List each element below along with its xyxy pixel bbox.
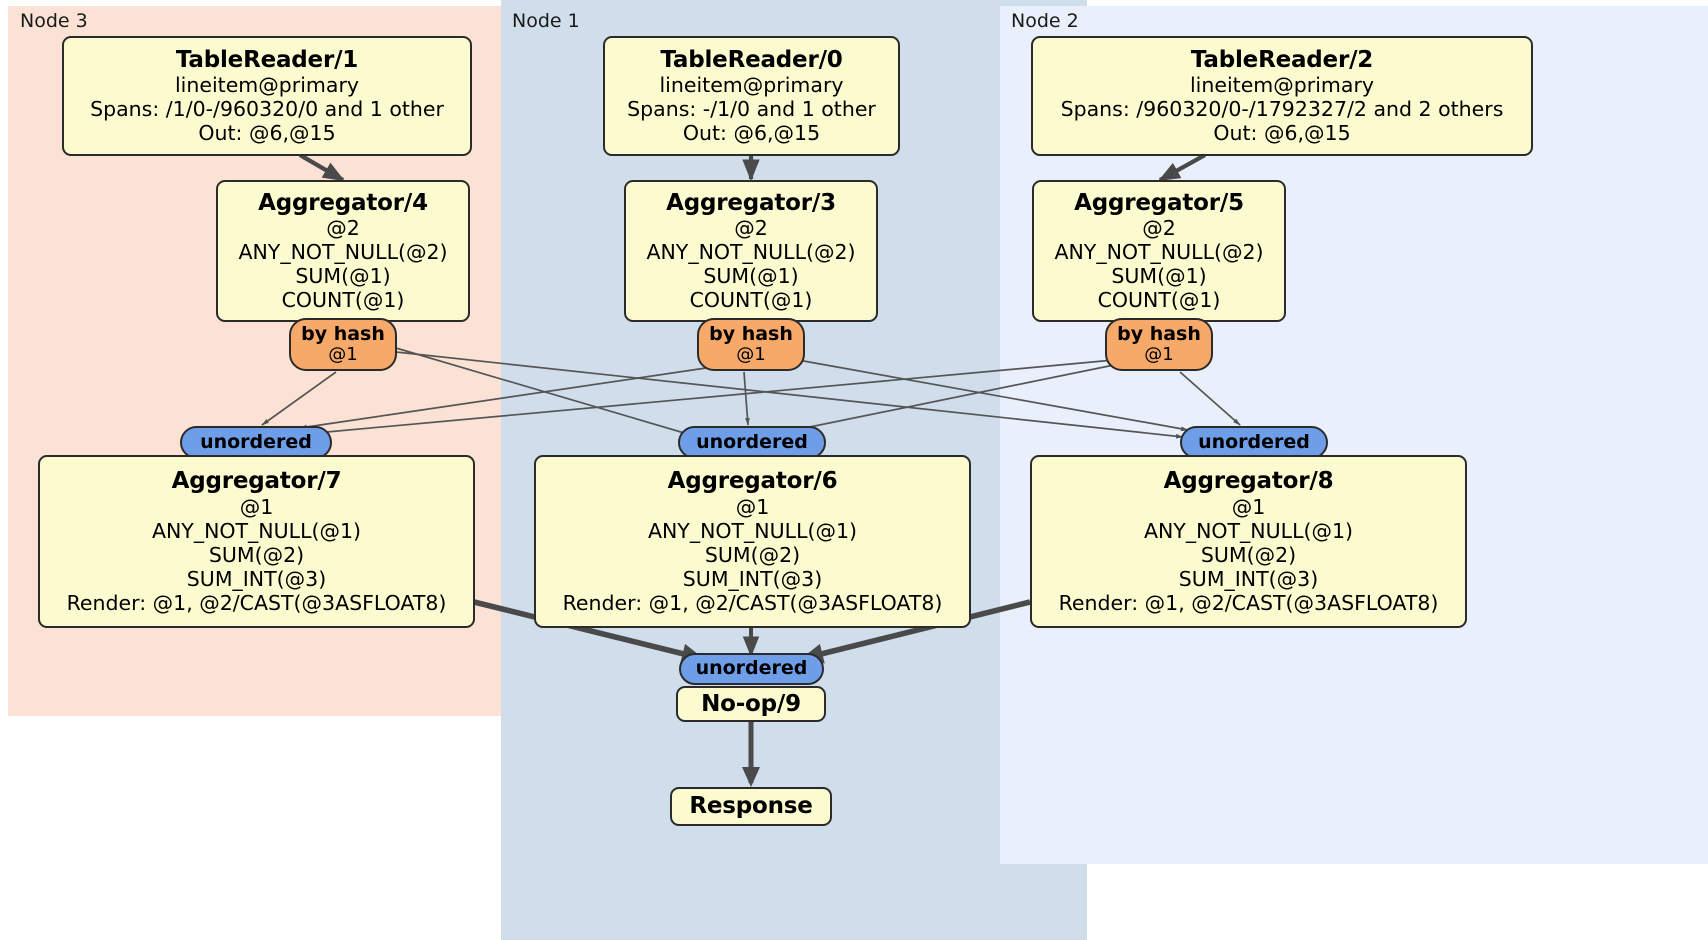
processor-line: SUM_INT(@3) <box>1178 566 1319 591</box>
router-column-label: @1 <box>1144 344 1174 366</box>
processor-line: SUM(@2) <box>208 542 305 567</box>
processor-line: Render: @1, @2/CAST(@3ASFLOAT8) <box>1058 590 1439 615</box>
processor-line: SUM_INT(@3) <box>682 566 823 591</box>
processor-line: Out: @6,@15 <box>198 121 336 146</box>
router-kind-label: by hash <box>301 322 385 345</box>
processor-line: SUM(@2) <box>704 542 801 567</box>
processor-line: ANY_NOT_NULL(@2) <box>238 240 448 265</box>
processor-line: lineitem@primary <box>1189 73 1375 98</box>
processor-line: @2 <box>1142 216 1176 241</box>
processor-aggregator-5[interactable]: Aggregator/5 @2 ANY_NOT_NULL(@2) SUM(@1)… <box>1032 180 1286 322</box>
processor-line: SUM(@1) <box>1111 264 1207 289</box>
processor-aggregator-8[interactable]: Aggregator/8 @1 ANY_NOT_NULL(@1) SUM(@2)… <box>1030 455 1467 628</box>
processor-line: Out: @6,@15 <box>1213 121 1351 146</box>
processor-line: SUM_INT(@3) <box>186 566 327 591</box>
processor-line: Spans: /960320/0-/1792327/2 and 2 others <box>1060 97 1504 122</box>
router-kind-label: by hash <box>709 322 793 345</box>
processor-line: @1 <box>1231 494 1266 519</box>
processor-line: SUM(@1) <box>295 264 391 289</box>
processor-line: COUNT(@1) <box>689 288 813 313</box>
processor-aggregator-7[interactable]: Aggregator/7 @1 ANY_NOT_NULL(@1) SUM(@2)… <box>38 455 475 628</box>
processor-aggregator-6[interactable]: Aggregator/6 @1 ANY_NOT_NULL(@1) SUM(@2)… <box>534 455 971 628</box>
processor-title: Aggregator/3 <box>666 189 836 216</box>
processor-tablereader-0[interactable]: TableReader/0 lineitem@primary Spans: -/… <box>603 36 900 156</box>
stream-unordered-left[interactable]: unordered <box>180 426 332 459</box>
processor-tablereader-1[interactable]: TableReader/1 lineitem@primary Spans: /1… <box>62 36 472 156</box>
processor-line: ANY_NOT_NULL(@1) <box>1143 518 1354 543</box>
processor-line: lineitem@primary <box>659 73 844 98</box>
node-panel-label-node2: Node 2 <box>1011 10 1079 32</box>
stream-label: unordered <box>200 430 312 453</box>
processor-title: No-op/9 <box>701 690 801 717</box>
router-column-label: @1 <box>328 344 358 366</box>
processor-line: ANY_NOT_NULL(@1) <box>647 518 858 543</box>
router-by-hash-middle[interactable]: by hash @1 <box>697 318 805 371</box>
node-panel-label-node3: Node 3 <box>20 10 88 32</box>
node-panel-label-node1: Node 1 <box>512 10 580 32</box>
processor-title: Response <box>689 793 813 820</box>
processor-line: COUNT(@1) <box>1097 288 1221 313</box>
router-by-hash-right[interactable]: by hash @1 <box>1105 318 1213 371</box>
processor-title: Aggregator/7 <box>171 468 342 495</box>
processor-title: TableReader/2 <box>1190 46 1374 73</box>
processor-line: lineitem@primary <box>174 73 360 98</box>
stream-unordered-middle[interactable]: unordered <box>678 426 826 459</box>
stream-label: unordered <box>695 657 808 680</box>
processor-line: Out: @6,@15 <box>682 121 821 146</box>
processor-response[interactable]: Response <box>670 787 832 826</box>
router-column-label: @1 <box>736 344 766 366</box>
processor-line: Render: @1, @2/CAST(@3ASFLOAT8) <box>66 590 447 615</box>
processor-aggregator-3[interactable]: Aggregator/3 @2 ANY_NOT_NULL(@2) SUM(@1)… <box>624 180 878 322</box>
processor-title: Aggregator/8 <box>1163 468 1334 495</box>
processor-line: Render: @1, @2/CAST(@3ASFLOAT8) <box>562 590 943 615</box>
processor-noop-9[interactable]: No-op/9 <box>676 686 826 722</box>
processor-tablereader-2[interactable]: TableReader/2 lineitem@primary Spans: /9… <box>1031 36 1533 156</box>
processor-line: Spans: /1/0-/960320/0 and 1 other <box>90 97 444 122</box>
processor-line: ANY_NOT_NULL(@2) <box>646 240 856 265</box>
processor-line: SUM(@1) <box>703 264 799 289</box>
processor-line: @1 <box>239 494 274 519</box>
stream-label: unordered <box>1198 430 1310 453</box>
processor-line: COUNT(@1) <box>281 288 405 313</box>
processor-line: SUM(@2) <box>1200 542 1297 567</box>
processor-title: Aggregator/4 <box>258 189 428 216</box>
processor-line: @1 <box>735 494 770 519</box>
stream-unordered-final[interactable]: unordered <box>679 653 824 685</box>
processor-title: Aggregator/6 <box>667 468 838 495</box>
processor-line: ANY_NOT_NULL(@1) <box>151 518 362 543</box>
processor-line: @2 <box>326 216 360 241</box>
stream-label: unordered <box>696 430 808 453</box>
processor-aggregator-4[interactable]: Aggregator/4 @2 ANY_NOT_NULL(@2) SUM(@1)… <box>216 180 470 322</box>
router-by-hash-left[interactable]: by hash @1 <box>289 318 397 371</box>
processor-title: TableReader/1 <box>175 46 359 73</box>
router-kind-label: by hash <box>1117 322 1201 345</box>
processor-line: ANY_NOT_NULL(@2) <box>1054 240 1264 265</box>
processor-line: Spans: -/1/0 and 1 other <box>627 97 876 122</box>
processor-line: @2 <box>734 216 768 241</box>
processor-title: Aggregator/5 <box>1074 189 1244 216</box>
processor-title: TableReader/0 <box>660 46 843 73</box>
